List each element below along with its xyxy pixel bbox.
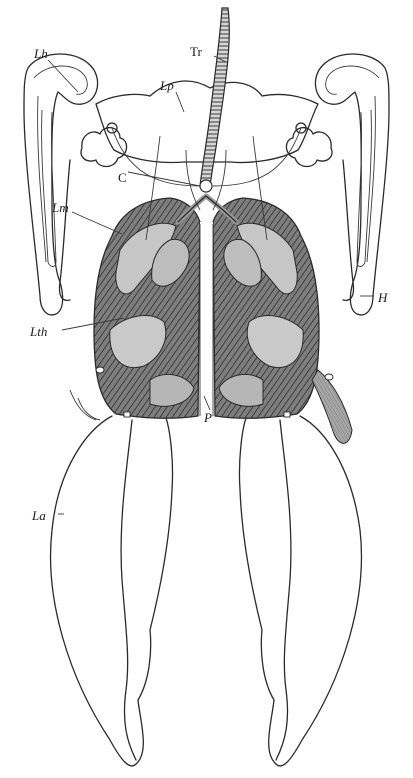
right-lung bbox=[213, 198, 352, 443]
right-lower-sac bbox=[239, 416, 361, 766]
left-lower-sac bbox=[51, 416, 173, 766]
label-lth: Lth bbox=[29, 324, 47, 339]
label-lp: Lp bbox=[159, 78, 174, 93]
label-tr: Tr bbox=[190, 44, 202, 59]
median-gap bbox=[200, 222, 213, 418]
label-lm: Lm bbox=[51, 200, 69, 215]
label-h: H bbox=[377, 290, 388, 305]
label-p: P bbox=[203, 410, 212, 425]
trachea bbox=[178, 8, 236, 222]
label-c: C bbox=[118, 170, 127, 185]
label-la: La bbox=[31, 508, 46, 523]
label-lh: Lh bbox=[33, 46, 48, 61]
